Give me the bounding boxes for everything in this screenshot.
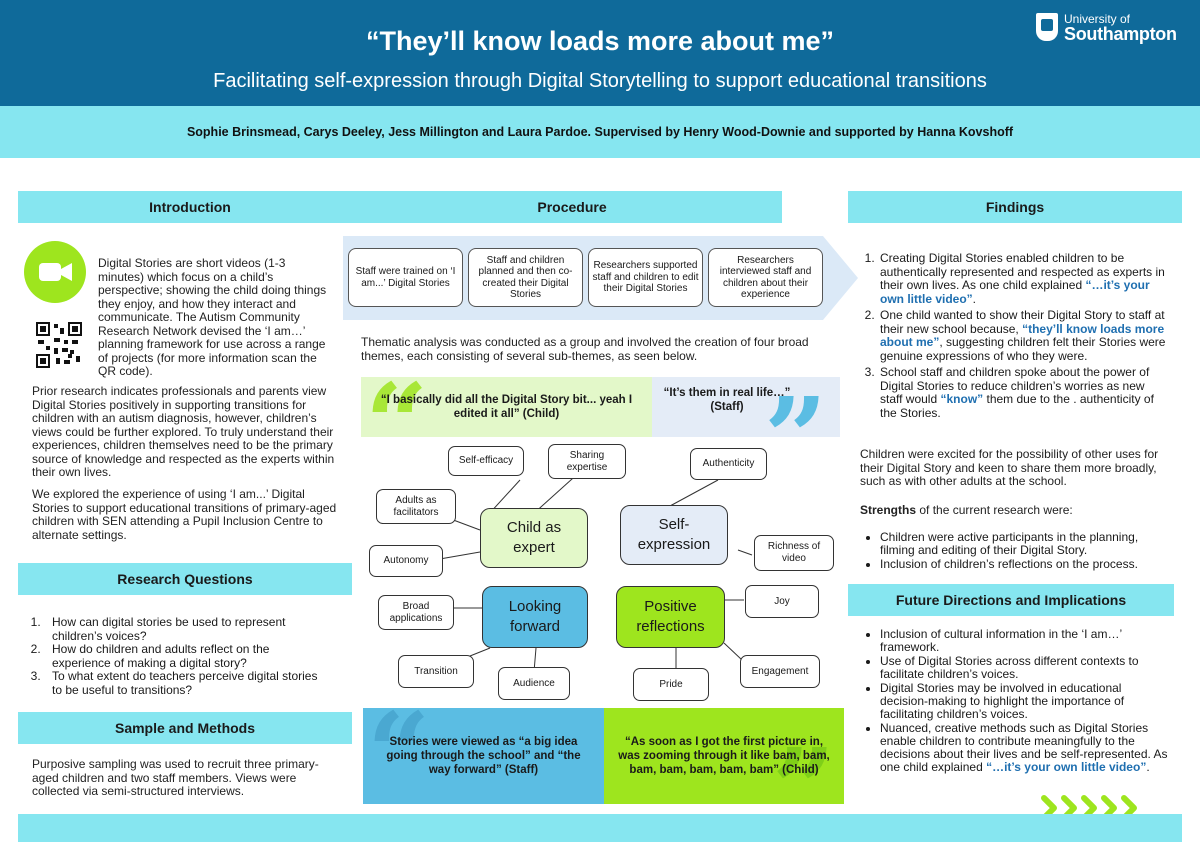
list-item: Inclusion of children’s reflections on t… [880,558,1168,571]
sample-methods-header: Sample and Methods [18,712,352,744]
procedure-step-4: Researchers interviewed staff and childr… [708,248,823,307]
subtheme-audience: Audience [498,667,570,700]
procedure-title: Procedure [537,199,607,215]
open-quote-icon: “ [365,377,428,437]
quote-box-4: ” “As soon as I got the first picture in… [604,708,844,804]
page-subtitle: Facilitating self-expression through Dig… [213,70,987,92]
future-directions-list: Inclusion of cultural information in the… [858,628,1168,775]
footer-band [18,814,1182,842]
list-item: Creating Digital Stories enabled childre… [878,251,1168,306]
close-quote-icon: ” [764,383,827,438]
close-quote-icon: ” [772,724,836,805]
theme-child-as-expert: Child as expert [480,508,588,568]
procedure-step-2: Staff and children planned and then co-c… [468,248,583,307]
theme-positive-reflections: Positive reflections [616,586,725,648]
page-title: “They’ll know loads more about me” [365,26,835,56]
quote-text-3: Stories were viewed as “a big idea going… [386,736,581,776]
findings-excited-text: Children were excited for the possibilit… [860,447,1159,488]
list-item: To what extent do teachers perceive digi… [44,669,324,697]
subtheme-adults-facilitators: Adults as facilitators [376,489,456,524]
video-camera-icon [24,241,86,303]
header-bar [0,0,1200,106]
procedure-step-3: Researchers supported staff and children… [588,248,703,307]
theme-self-expression: Self-expression [620,505,728,565]
subtheme-engagement: Engagement [740,655,820,688]
quote-box-2: ” “It’s them in real life…” (Staff) [652,377,840,437]
quote-text-1: “I basically did all the Digital Story b… [380,394,633,420]
subtheme-transition: Transition [398,655,474,688]
intro-paragraph-3: We explored the experience of using ‘I a… [32,487,337,542]
findings-header: Findings [848,191,1182,223]
future-directions-header: Future Directions and Implications [848,584,1174,616]
logo-line1: University of [1064,12,1131,26]
subtheme-autonomy: Autonomy [369,545,443,577]
subtheme-self-efficacy: Self-efficacy [448,446,524,476]
introduction-title: Introduction [149,199,231,215]
list-item: Nuanced, creative methods such as Digita… [880,722,1168,774]
list-item: Children were active participants in the… [880,531,1168,557]
strengths-heading: Strengths of the current research were: [860,503,1073,517]
authors: Sophie Brinsmead, Carys Deeley, Jess Mil… [186,125,1014,139]
quote-box-3: “ Stories were viewed as “a big idea goi… [363,708,604,804]
subtheme-pride: Pride [633,668,709,701]
subtheme-richness-of-video: Richness of video [754,535,834,571]
list-item: Use of Digital Stories across different … [880,655,1168,681]
research-questions-title: Research Questions [117,571,253,587]
list-item: How can digital stories be used to repre… [44,615,324,643]
crest-icon [1036,13,1058,41]
future-directions-title: Future Directions and Implications [895,592,1127,608]
quote-text-2: “It’s them in real life…” (Staff) [663,387,791,413]
open-quote-icon: “ [367,708,431,804]
list-item: Digital Stories may be involved in educa… [880,682,1168,721]
qr-code-icon [36,322,82,368]
findings-list: Creating Digital Stories enabled childre… [850,251,1168,423]
sample-methods-title: Sample and Methods [114,720,256,736]
thematic-analysis-text: Thematic analysis was conducted as a gro… [361,335,809,363]
list-item: One child wanted to show their Digital S… [878,308,1168,363]
findings-title: Findings [985,199,1045,215]
procedure-step-1: Staff were trained on ‘I am...’ Digital … [348,248,463,307]
sample-text: Purposive sampling was used to recruit t… [32,757,319,798]
theme-looking-forward: Looking forward [482,586,588,648]
quote-box-1: “ “I basically did all the Digital Story… [361,377,652,437]
subtheme-joy: Joy [745,585,819,618]
quote-text-4: “As soon as I got the first picture in, … [618,736,830,776]
list-item: Inclusion of cultural information in the… [880,628,1168,654]
author-band [0,106,1200,158]
research-questions-list: How can digital stories be used to repre… [14,615,324,697]
logo-line2: Southampton [1064,24,1177,44]
subtheme-broad-applications: Broad applications [378,595,454,630]
intro-paragraph-2: Prior research indicates professionals a… [32,384,335,479]
subtheme-sharing-expertise: Sharing expertise [548,444,626,479]
subtheme-authenticity: Authenticity [690,448,767,480]
list-item: School staff and children spoke about th… [878,365,1168,420]
intro-paragraph-1: Digital Stories are short videos (1-3 mi… [98,256,327,378]
list-item: How do children and adults reflect on th… [44,642,324,670]
procedure-header: Procedure [362,191,782,223]
strengths-list: Children were active participants in the… [858,531,1168,572]
introduction-header: Introduction [18,191,362,223]
research-questions-header: Research Questions [18,563,352,595]
university-logo: University of Southampton [1036,10,1186,50]
